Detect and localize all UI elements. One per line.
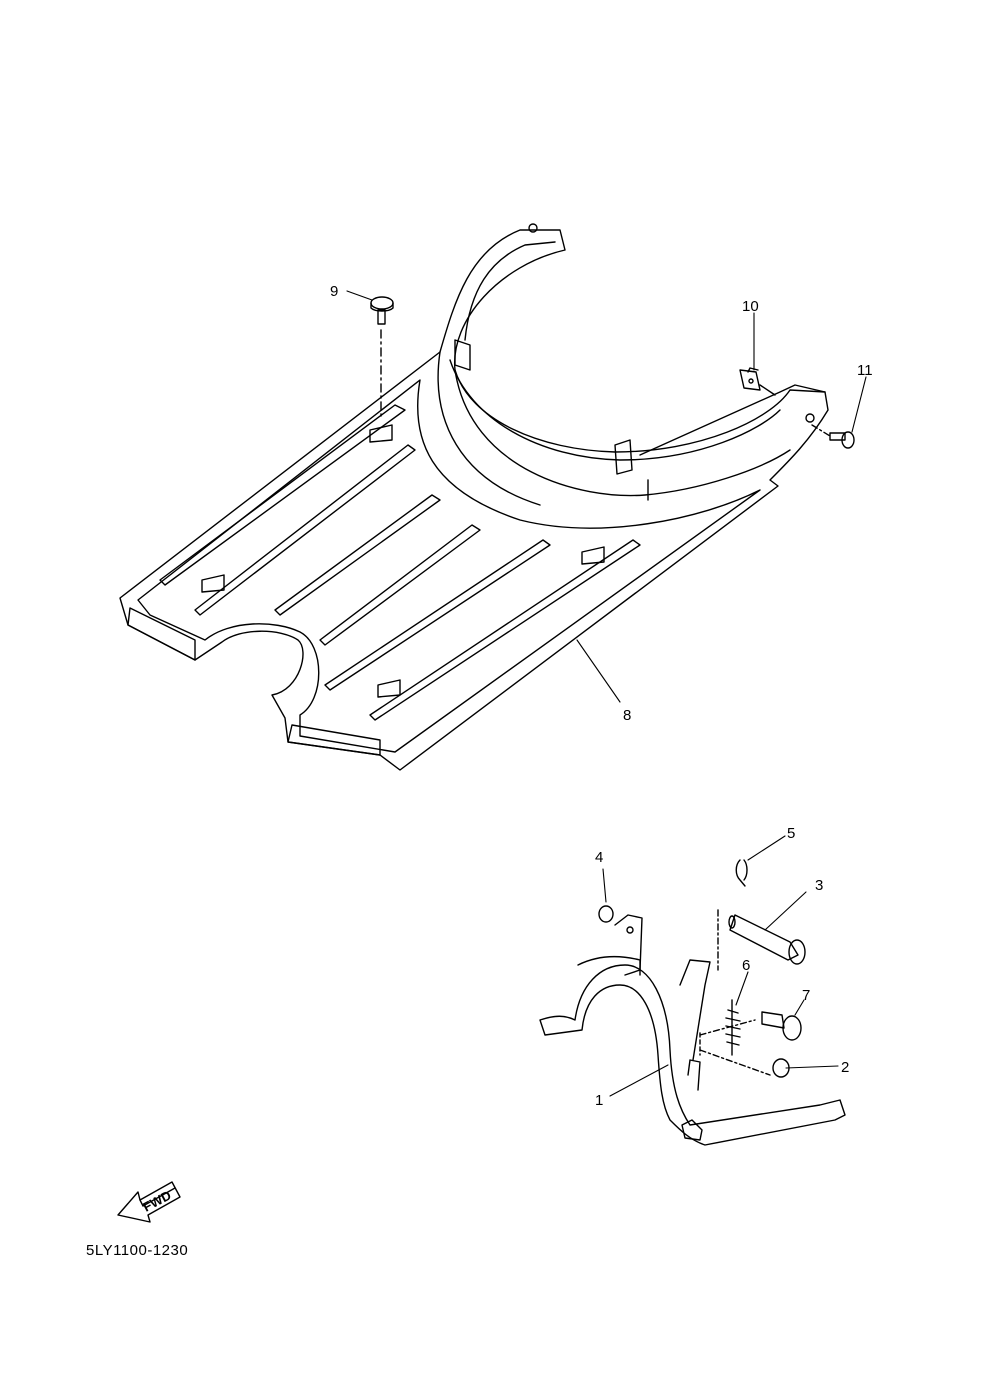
floor-board-upper-inner (464, 241, 556, 341)
floor-board-tunnel-edge (437, 351, 541, 506)
forward-direction-arrow: FWD (117, 1181, 181, 1223)
callout-3: 3 (815, 877, 823, 894)
washer-part-4 (598, 905, 614, 923)
floor-board-hole-1 (369, 424, 393, 443)
callout-9: 9 (330, 283, 338, 300)
callout-5: 5 (787, 825, 795, 842)
bolt-part-9 (370, 296, 394, 421)
clip-nut-part-10 (739, 367, 776, 396)
floor-board-bracket-left (454, 339, 471, 371)
leader-lines (346, 290, 867, 1097)
floor-board-outline (119, 229, 829, 771)
floor-board-hole-2 (201, 574, 225, 593)
callout-8: 8 (623, 707, 631, 724)
floor-board-part-8 (119, 223, 829, 771)
callout-1: 1 (595, 1092, 603, 1109)
callout-4: 4 (595, 849, 603, 866)
floor-board-upper-lip (449, 359, 781, 461)
pivot-shaft-part-3 (729, 914, 799, 961)
main-stand-part-1 (539, 964, 846, 1146)
floor-board-rear-lip (287, 724, 381, 756)
floor-board-tunnel (454, 369, 791, 497)
floor-board-bracket-center (614, 439, 633, 475)
callout-2: 2 (841, 1059, 849, 1076)
floor-board-right-arm (639, 384, 826, 456)
floor-board-top-hole (528, 223, 538, 233)
diagram-part-code: 5LY1100-1230 (86, 1242, 189, 1259)
main-stand-assembly (539, 859, 846, 1146)
floor-board-rib-5 (324, 539, 551, 691)
floor-board-rib-6 (369, 539, 641, 721)
floor-board-rib-3 (274, 494, 441, 616)
spring-part-6 (725, 1009, 741, 1046)
callout-7: 7 (802, 987, 810, 1004)
floor-board-hole-3 (581, 546, 605, 565)
bolt-part-7 (761, 1011, 785, 1029)
floor-board-right-hole (805, 413, 815, 423)
callout-6: 6 (742, 957, 750, 974)
floor-board-rib-2 (194, 444, 416, 616)
floor-board-rib-4 (319, 524, 481, 646)
callout-11: 11 (857, 362, 873, 379)
cotter-pin-part-5 (735, 859, 748, 887)
floor-board-front-lip (127, 607, 196, 661)
callout-labels: 1 2 3 4 5 6 7 8 9 10 11 (330, 283, 873, 1109)
screw-part-11 (811, 424, 855, 449)
floor-board-inner-rim (137, 379, 761, 753)
callout-10: 10 (742, 298, 759, 315)
floor-board-hole-4 (377, 679, 401, 698)
floor-board-rib-1 (159, 404, 406, 586)
fwd-arrow-icon (117, 1181, 181, 1223)
